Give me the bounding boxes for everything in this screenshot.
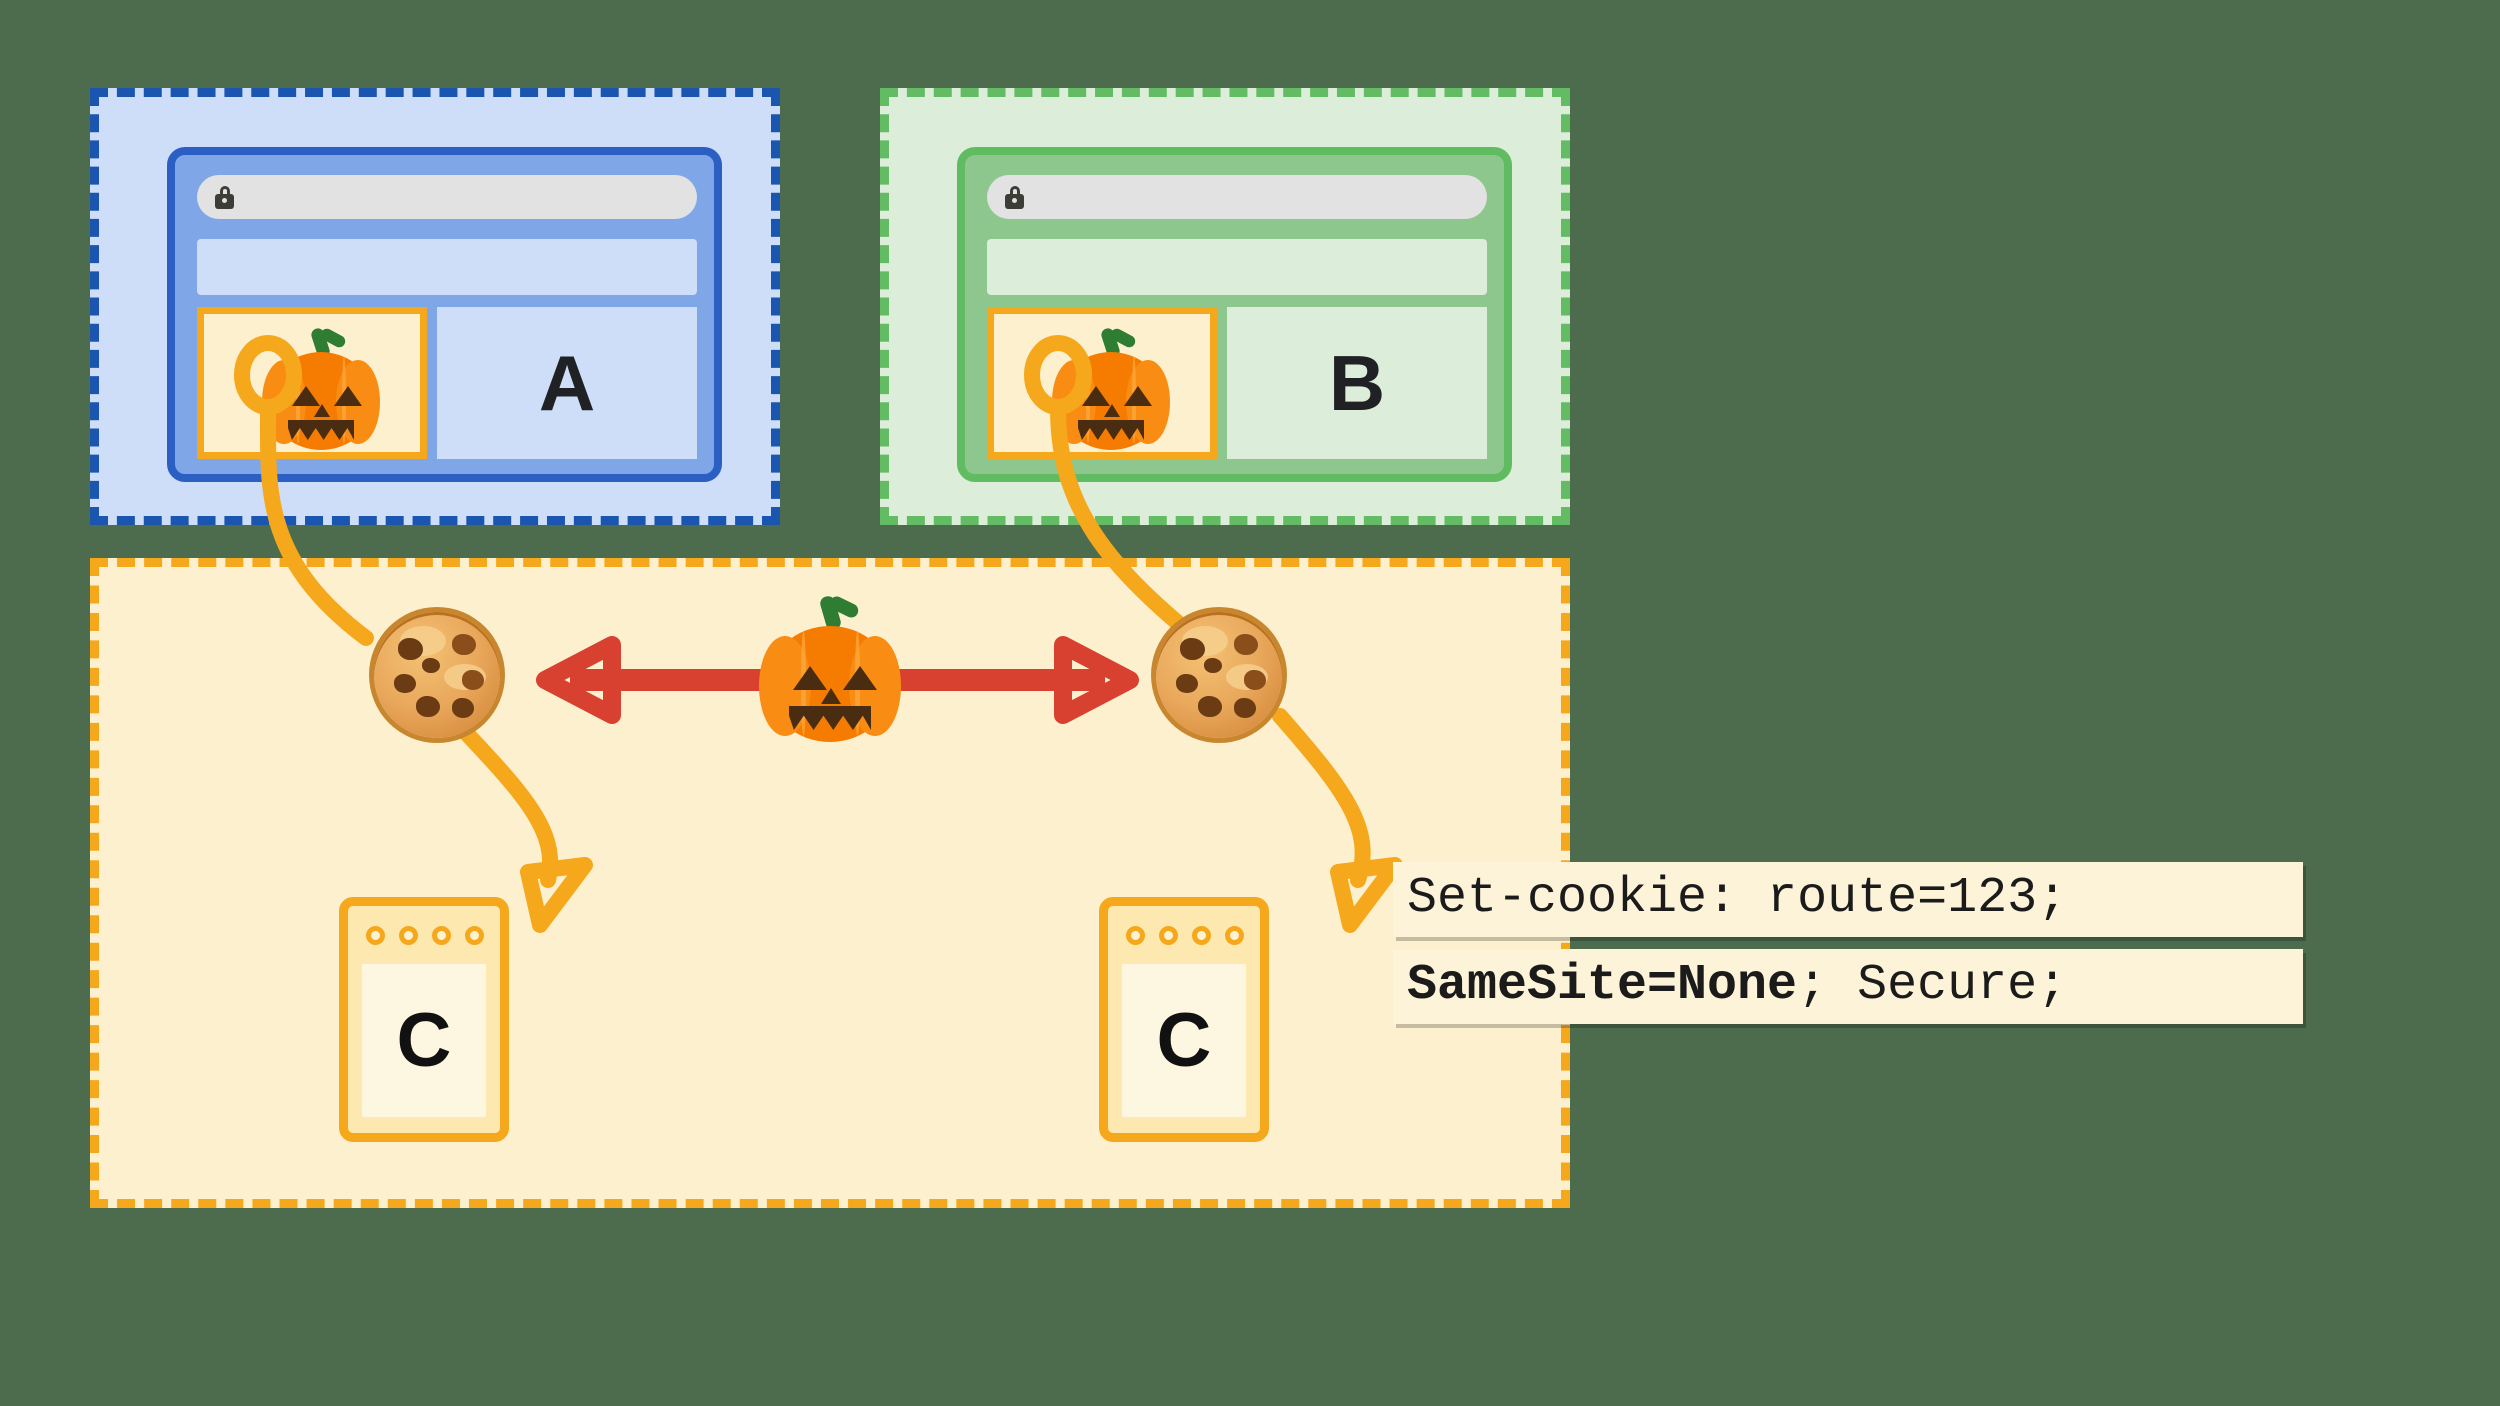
url-bar-b[interactable] bbox=[987, 175, 1487, 219]
site-a-container: A bbox=[90, 88, 780, 525]
window-dot-icon bbox=[1159, 925, 1178, 945]
site-b-container: B bbox=[880, 88, 1570, 525]
server-c-left: C bbox=[339, 897, 509, 1142]
pumpkin-icon bbox=[1046, 326, 1176, 456]
embedded-iframe-a bbox=[197, 307, 427, 459]
window-dot-icon bbox=[1126, 925, 1145, 945]
window-dot-icon bbox=[1225, 925, 1244, 945]
browser-window-a: A bbox=[167, 147, 722, 482]
window-dot-icon bbox=[432, 925, 451, 945]
embedded-iframe-b bbox=[987, 307, 1217, 459]
server-c-right: C bbox=[1099, 897, 1269, 1142]
server-titlebar bbox=[348, 906, 500, 964]
cookie-icon-left bbox=[374, 612, 500, 738]
page-content-strip-a bbox=[197, 239, 697, 295]
window-dot-icon bbox=[465, 925, 484, 945]
page-body-b: B bbox=[987, 307, 1487, 459]
cookie-icon-right bbox=[1156, 612, 1282, 738]
server-label-c-left: C bbox=[396, 997, 452, 1083]
pumpkin-icon bbox=[256, 326, 386, 456]
server-titlebar bbox=[1108, 906, 1260, 964]
browser-window-b: B bbox=[957, 147, 1512, 482]
page-panel-a: A bbox=[437, 307, 697, 459]
callout-line-1: Set-cookie: route=123; bbox=[1393, 862, 2303, 937]
callout-samesite-none: SameSite=None bbox=[1407, 957, 1798, 1014]
window-dot-icon bbox=[366, 925, 385, 945]
set-cookie-callout: Set-cookie: route=123; SameSite=None; Se… bbox=[1393, 862, 2303, 1024]
window-dot-icon bbox=[399, 925, 418, 945]
window-dot-icon bbox=[1192, 925, 1211, 945]
server-screen: C bbox=[362, 964, 486, 1117]
callout-secure-rest: ; Secure; bbox=[1797, 957, 2068, 1014]
page-content-strip-b bbox=[987, 239, 1487, 295]
page-body-a: A bbox=[197, 307, 697, 459]
pumpkin-icon-center bbox=[755, 594, 905, 756]
server-screen: C bbox=[1122, 964, 1246, 1117]
site-label-a: A bbox=[538, 339, 596, 427]
page-panel-b: B bbox=[1227, 307, 1487, 459]
url-bar-a[interactable] bbox=[197, 175, 697, 219]
lock-icon bbox=[215, 185, 234, 209]
callout-line-2: SameSite=None; Secure; bbox=[1393, 949, 2303, 1024]
server-label-c-right: C bbox=[1156, 997, 1212, 1083]
lock-icon bbox=[1005, 185, 1024, 209]
site-label-b: B bbox=[1328, 339, 1386, 427]
